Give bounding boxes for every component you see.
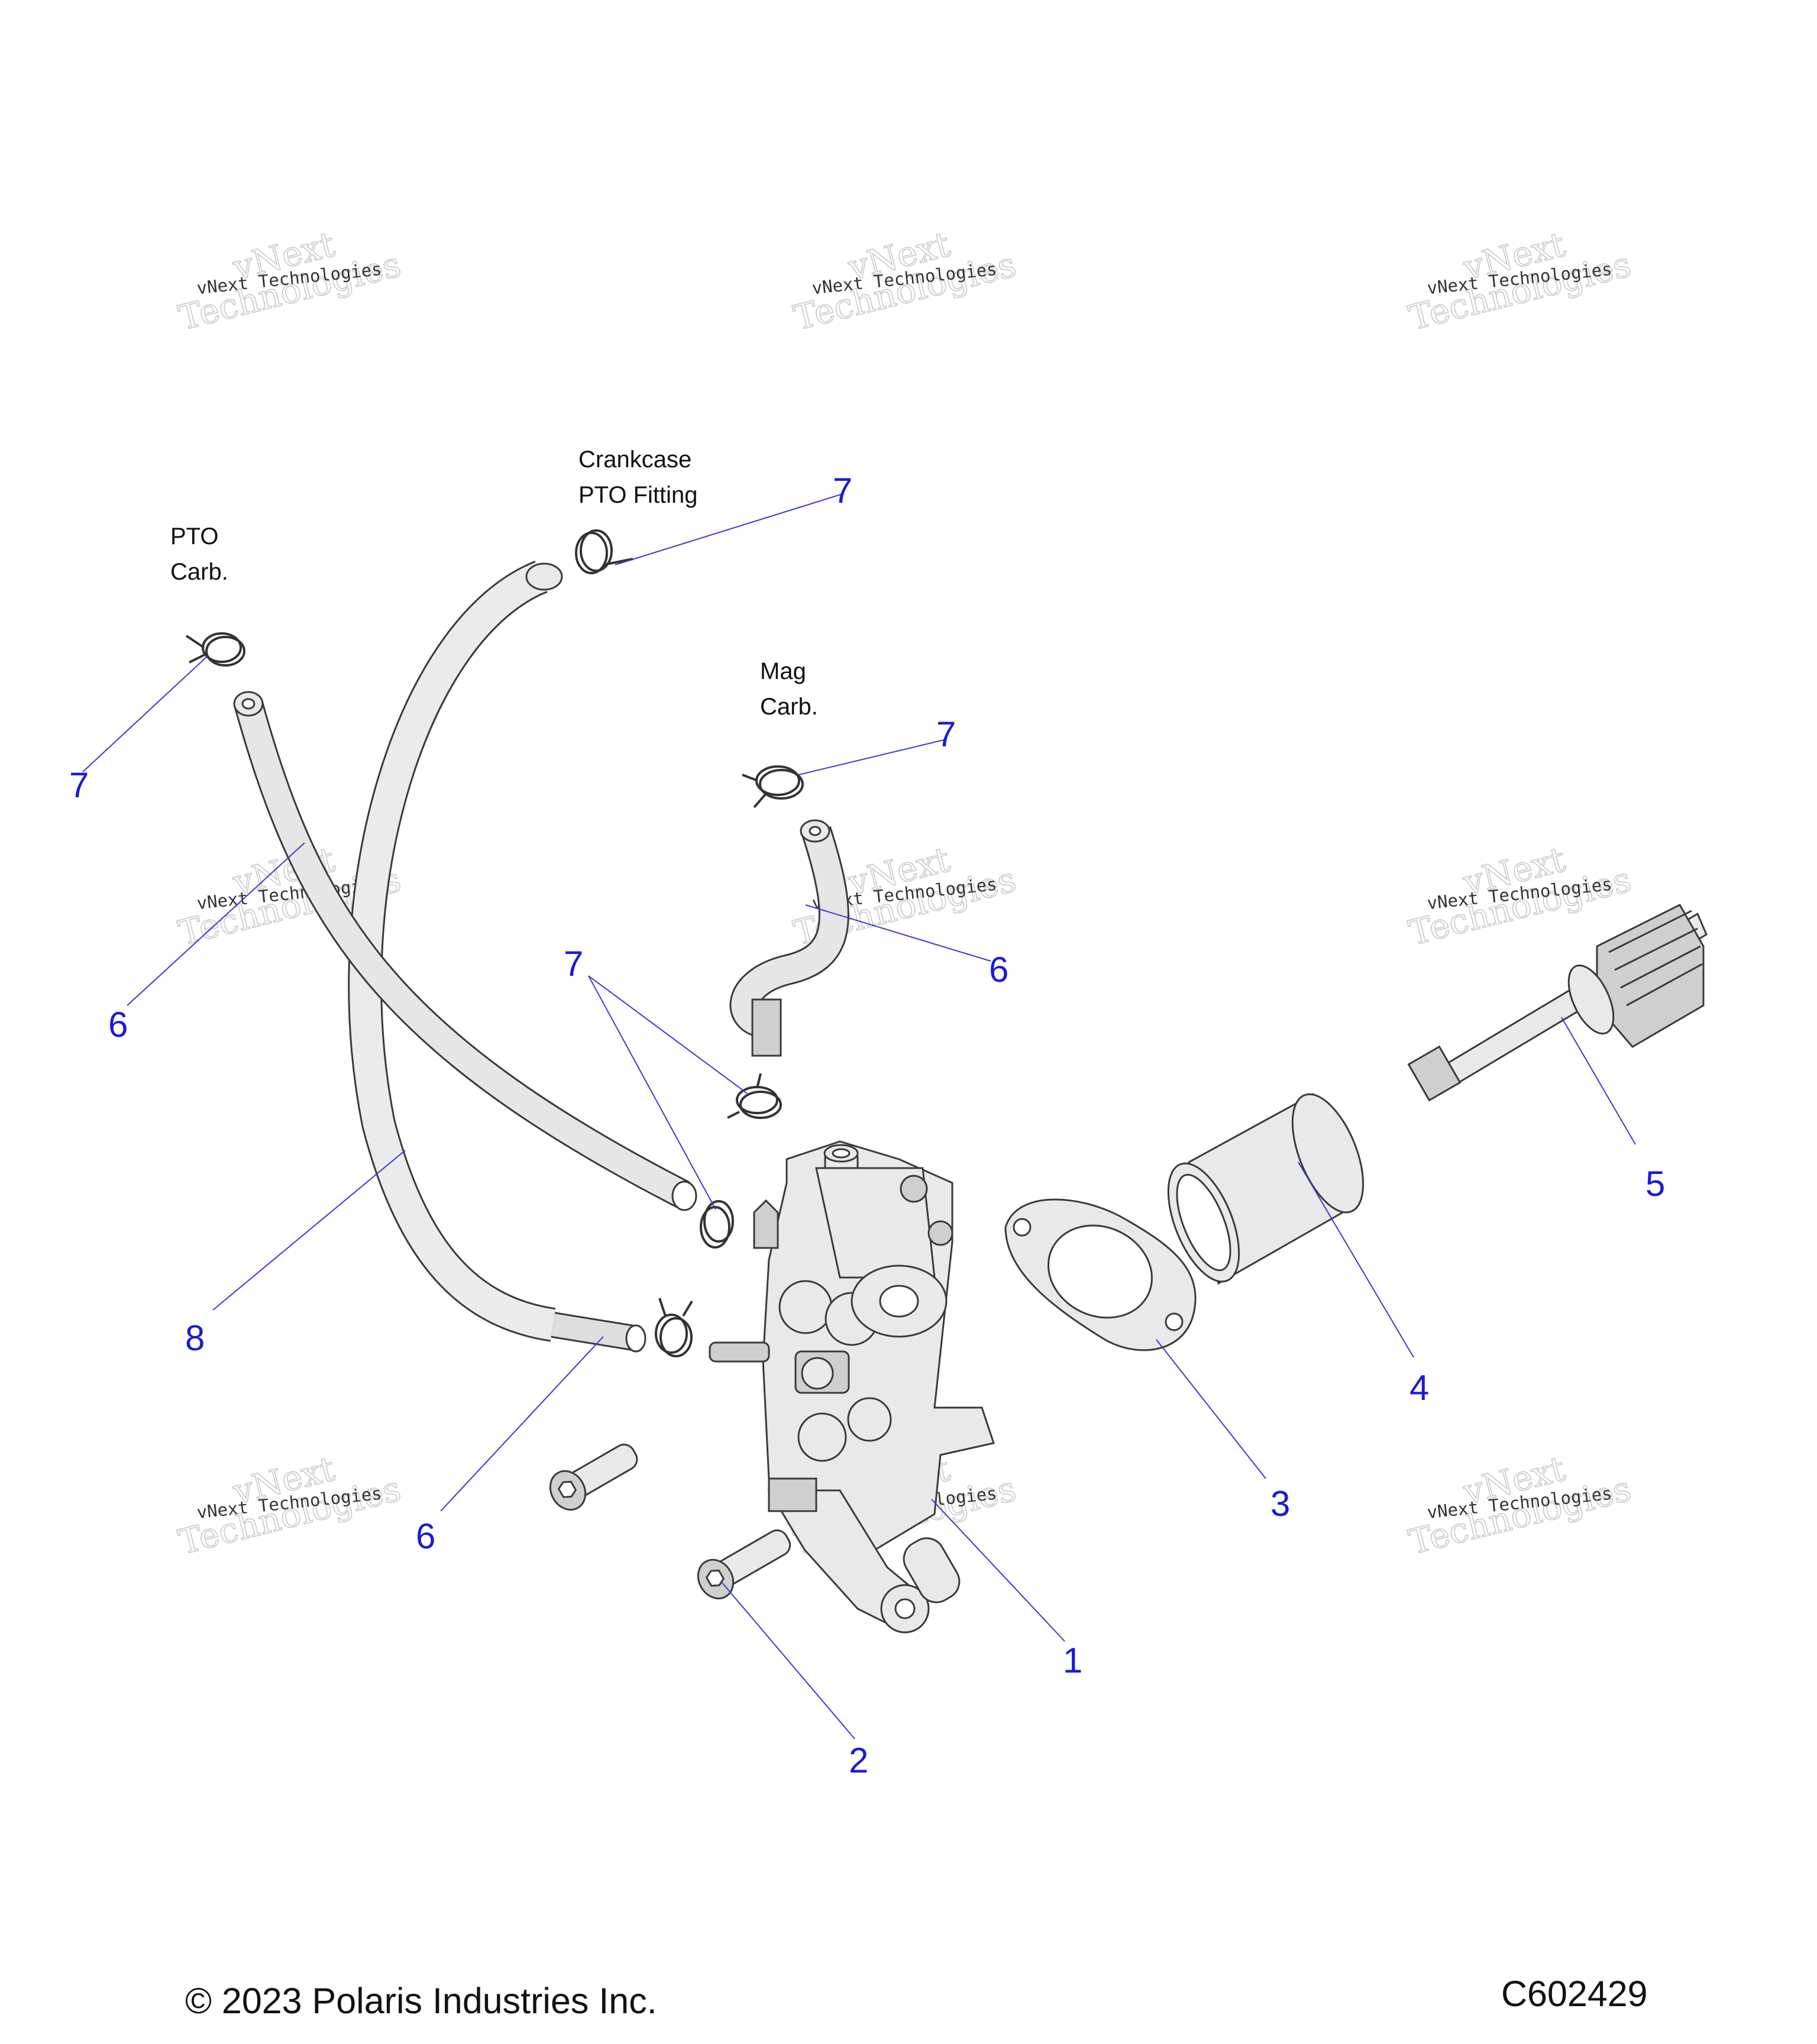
location-notes: PTO Carb. Crankcase PTO Fitting Mag Carb… <box>170 447 818 720</box>
callout-7: 7 <box>833 471 852 510</box>
leader-7-pto <box>82 656 208 772</box>
hose-8 <box>348 561 646 1353</box>
screw-lower <box>697 1529 791 1600</box>
hose-6-mag <box>729 819 849 1057</box>
leader-6-lower <box>440 1336 604 1512</box>
note-pto-carb-line1: PTO <box>170 523 219 549</box>
leader-4 <box>1298 1162 1414 1358</box>
watermark-3: vNext Technologies vNext Technologies <box>1404 224 1635 338</box>
hose-6-pto <box>233 691 697 1211</box>
callout-7: 7 <box>564 944 583 984</box>
callout-2: 2 <box>849 1741 868 1780</box>
clip-crankcase <box>575 529 633 574</box>
watermark-7: vNext Technologies vNext Technologies <box>174 1448 405 1563</box>
leader-1 <box>931 1499 1065 1642</box>
diagram-code: C602429 <box>1501 1974 1648 2014</box>
leader-lines <box>82 493 1636 1739</box>
callout-7: 7 <box>69 765 89 805</box>
callout-6: 6 <box>989 950 1008 989</box>
pump-fitting <box>709 1199 779 1363</box>
callout-1: 1 <box>1063 1641 1082 1680</box>
note-mag-carb-line2: Carb. <box>760 694 818 720</box>
note-crankcase-line1: Crankcase <box>578 447 691 473</box>
callout-4: 4 <box>1409 1368 1429 1408</box>
callouts: 7 7 7 7 6 6 6 8 5 4 3 1 2 <box>69 471 1665 1780</box>
leader-5 <box>1561 1017 1636 1145</box>
leader-7-mid-a <box>588 975 749 1095</box>
clip-mag <box>742 765 804 808</box>
leader-7-mag <box>798 739 947 775</box>
copyright-notice: © 2023 Polaris Industries Inc. <box>185 1981 657 2021</box>
leader-3 <box>1156 1339 1266 1479</box>
callout-8: 8 <box>185 1318 205 1358</box>
watermark-9: vNext Technologies vNext Technologies <box>1404 1448 1635 1563</box>
watermark-2: vNext Technologies vNext Technologies <box>789 224 1020 338</box>
leader-7-crankcase <box>615 493 843 565</box>
leader-7-mid-b <box>588 975 716 1210</box>
drive-gear-shaft <box>1407 904 1708 1102</box>
note-pto-carb-line2: Carb. <box>170 559 228 585</box>
gasket <box>1004 1198 1197 1351</box>
leader-8 <box>212 1150 406 1311</box>
watermark-1: vNext Technologies vNext Technologies <box>174 224 405 338</box>
clip-mid <box>727 1073 782 1119</box>
leader-6-pto <box>127 842 305 1006</box>
note-mag-carb-line1: Mag <box>760 658 806 684</box>
callout-5: 5 <box>1645 1164 1665 1204</box>
callout-7: 7 <box>936 714 956 754</box>
watermark-6: vNext Technologies vNext Technologies <box>1404 839 1635 953</box>
note-crankcase-line2: PTO Fitting <box>578 482 698 508</box>
callout-6: 6 <box>108 1005 128 1044</box>
callout-6: 6 <box>416 1516 435 1556</box>
bushing <box>1167 1092 1365 1285</box>
clip-pump-upper <box>700 1200 734 1249</box>
callout-3: 3 <box>1270 1484 1290 1524</box>
leader-2 <box>721 1581 855 1739</box>
clip-pump-lower <box>655 1298 693 1357</box>
clip-pto <box>185 632 245 667</box>
oil-pump <box>762 1140 995 1634</box>
leader-6-mag <box>805 904 991 962</box>
screw-upper <box>549 1444 638 1511</box>
